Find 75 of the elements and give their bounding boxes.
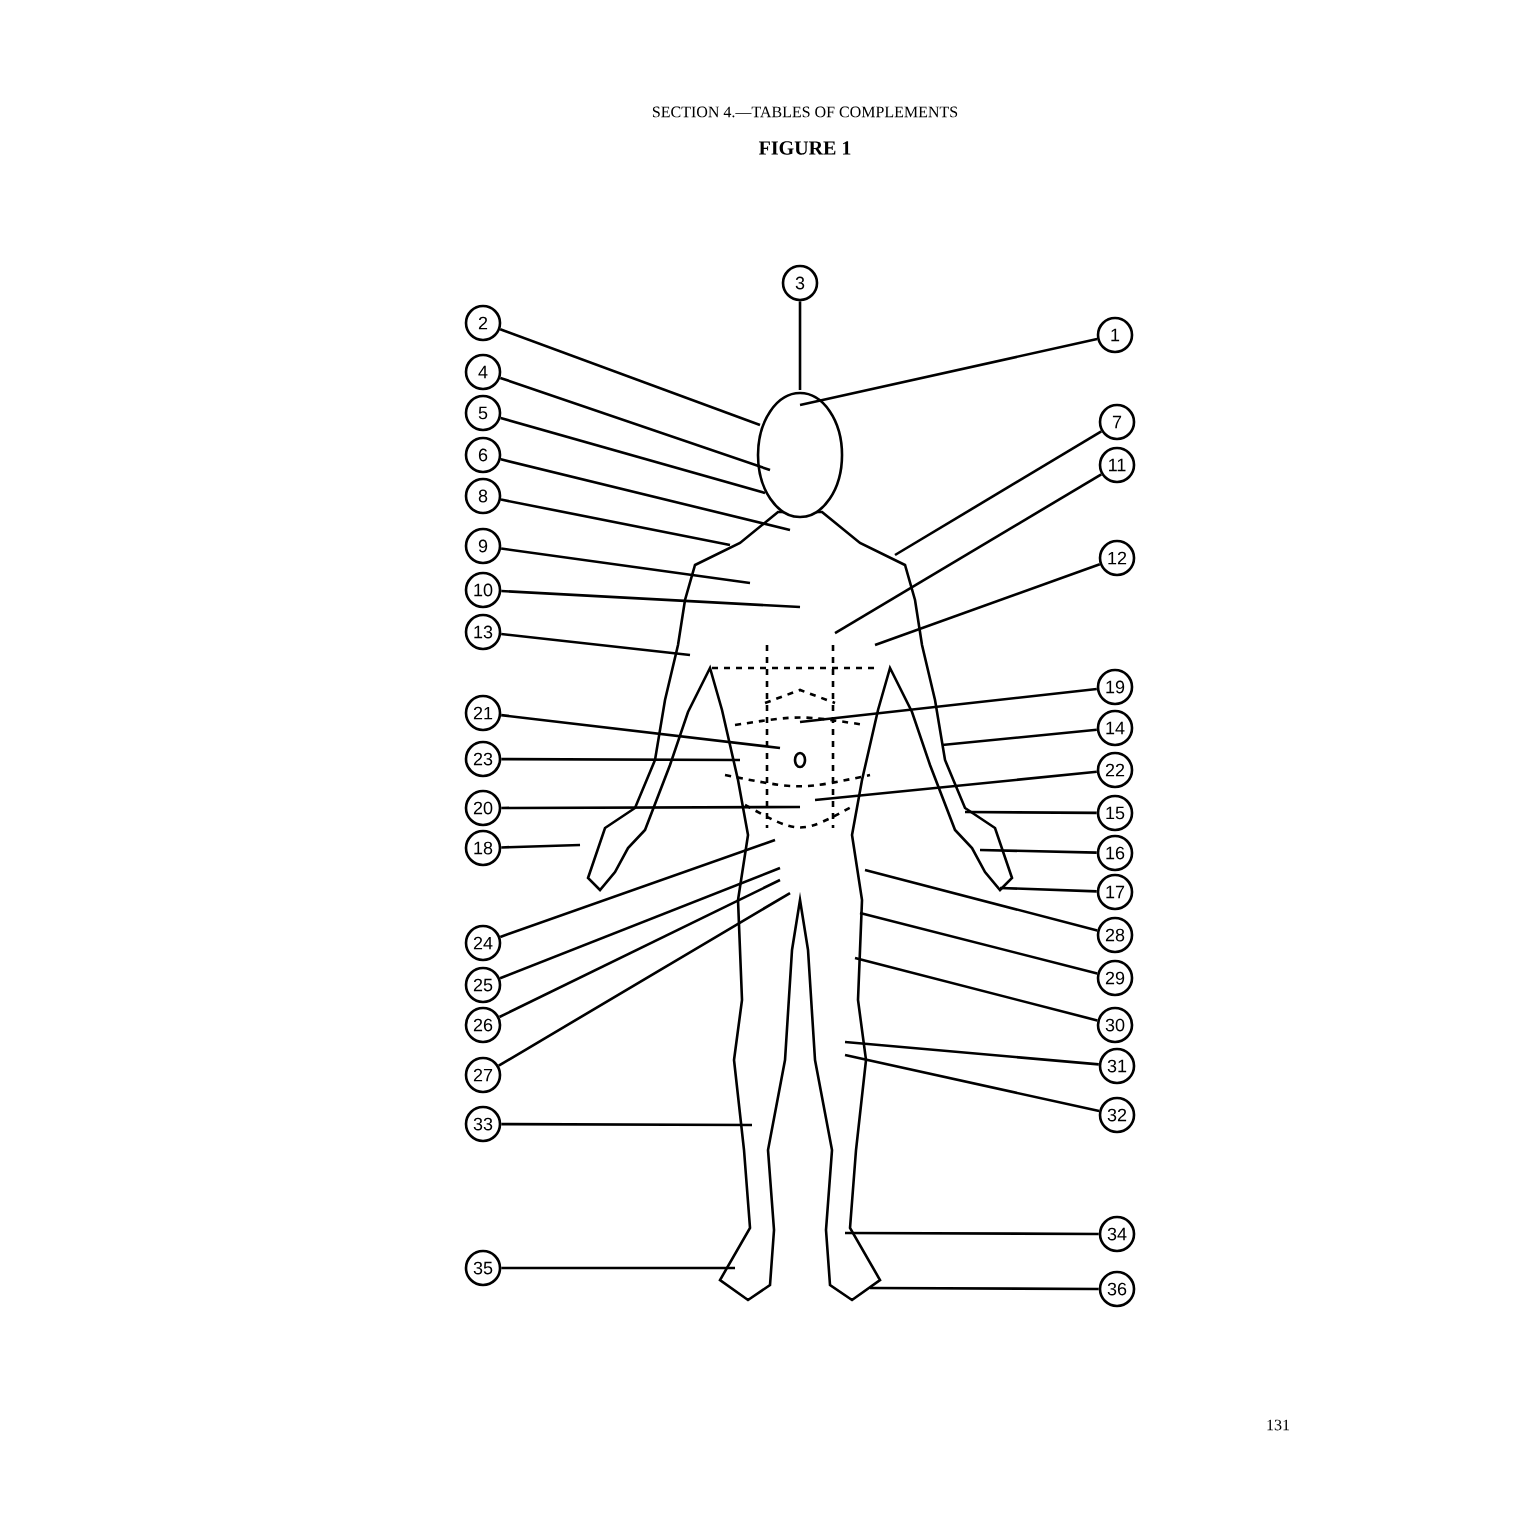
section-header: SECTION 4.—TABLES OF COMPLEMENTS [652, 106, 958, 118]
figure-title: FIGURE 1 [758, 141, 851, 155]
callout-number: 22 [1096, 751, 1134, 789]
leader-line [501, 632, 691, 657]
leader-line [499, 866, 781, 980]
leader-line [798, 301, 802, 390]
callout-number: 6 [464, 436, 502, 474]
callout-number: 18 [464, 829, 502, 867]
callout-number: 3 [781, 264, 819, 302]
leader-line [501, 713, 781, 750]
callout-number: 15 [1096, 794, 1134, 832]
callout-number: 35 [464, 1249, 502, 1287]
callout-number: 2 [464, 304, 502, 342]
leader-line [500, 547, 751, 585]
callout-number: 21 [464, 694, 502, 732]
callout-number: 33 [464, 1105, 502, 1143]
leader-line [499, 328, 761, 427]
callout-number: 26 [464, 1006, 502, 1044]
leader-line [501, 757, 740, 762]
callout-number: 7 [1098, 403, 1136, 441]
leader-line [999, 886, 1097, 893]
leader-line [864, 868, 1098, 932]
leader-line [500, 458, 791, 532]
leader-line [941, 728, 1097, 747]
leader-line [870, 1286, 1099, 1291]
leader-line [500, 498, 731, 547]
leader-line [499, 376, 771, 472]
callout-number: 34 [1098, 1215, 1136, 1253]
leader-line [501, 1122, 753, 1127]
callout-number: 30 [1096, 1006, 1134, 1044]
leader-line [859, 911, 1098, 975]
leader-line [894, 430, 1102, 557]
leader-line [834, 473, 1102, 635]
callout-number: 32 [1098, 1096, 1136, 1134]
callout-number: 28 [1096, 916, 1134, 954]
leader-line [501, 1266, 735, 1270]
leader-line [799, 687, 1097, 724]
callout-number: 20 [464, 789, 502, 827]
callout-number: 23 [464, 740, 502, 778]
callout-number: 25 [464, 966, 502, 1004]
callout-number: 12 [1098, 539, 1136, 577]
callout-number: 16 [1096, 834, 1134, 872]
leader-line [799, 337, 1098, 407]
callout-number: 27 [464, 1056, 502, 1094]
callout-number: 17 [1096, 873, 1134, 911]
callout-number: 14 [1096, 709, 1134, 747]
page-number: 131 [1267, 1419, 1290, 1431]
callout-number: 11 [1098, 446, 1136, 484]
leader-line [980, 848, 1097, 854]
callout-number: 1 [1096, 316, 1134, 354]
leader-line [844, 1053, 1100, 1113]
callout-number: 5 [464, 394, 502, 432]
callout-number: 36 [1098, 1270, 1136, 1308]
leader-line [845, 1231, 1099, 1236]
callout-number: 31 [1098, 1047, 1136, 1085]
leader-line [498, 878, 781, 1019]
leader-line [500, 416, 766, 495]
leader-line [965, 810, 1097, 815]
callout-number: 24 [464, 924, 502, 962]
leader-line [854, 956, 1098, 1022]
leader-line [501, 843, 581, 849]
leader-line [498, 891, 791, 1067]
callout-number: 13 [464, 613, 502, 651]
leader-line [814, 770, 1097, 802]
callout-number: 29 [1096, 959, 1134, 997]
callout-number: 8 [464, 477, 502, 515]
callout-number: 10 [464, 571, 502, 609]
callout-number: 4 [464, 353, 502, 391]
leader-line [874, 562, 1101, 647]
leader-line [844, 1040, 1099, 1066]
leader-line [501, 805, 801, 810]
leader-line [499, 838, 776, 939]
leader-line [501, 589, 801, 609]
callout-number: 9 [464, 527, 502, 565]
callout-number: 19 [1096, 668, 1134, 706]
